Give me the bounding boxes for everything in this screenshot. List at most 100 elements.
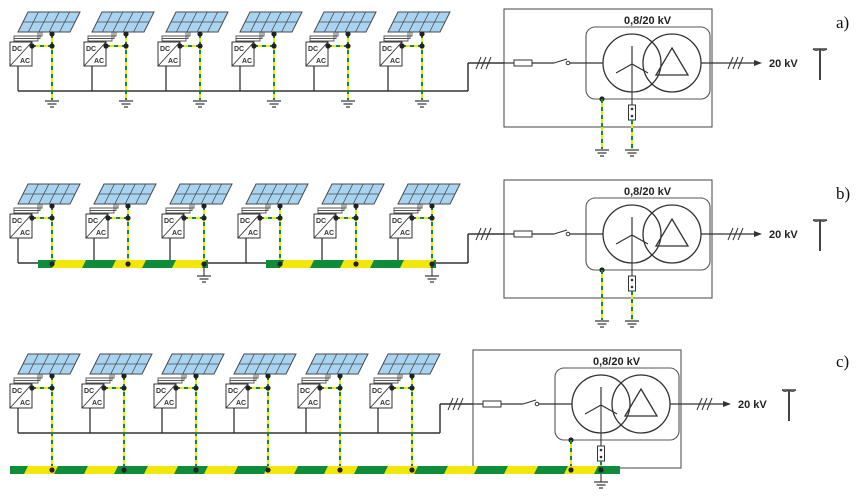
dc-conductor [229,374,257,384]
inverter-earth-node [29,385,35,391]
dc-conductor [85,374,113,384]
dc-cable [165,204,195,214]
arrester-icon [597,445,605,462]
rail-node [337,467,343,473]
inverter-dc-label: DC [382,46,392,53]
rail-node [125,261,131,267]
solar-panel-icon [89,353,153,375]
inverter-dc-label: DC [164,218,174,225]
inverter-dc-label: DC [88,218,98,225]
three-phase-hatch [727,56,734,70]
dc-cable [13,374,43,384]
inverter-dc-label: DC [86,46,96,53]
arrester-dot [630,285,634,289]
dc-conductor [13,374,41,384]
earth-rail-base [10,466,620,474]
inverter-dc-label: DC [234,46,244,53]
ground-icon [595,320,609,328]
inverter-icon: DC AC [297,383,321,409]
power-pole-icon [812,48,828,80]
three-phase-hatch [737,56,744,70]
star-arm [631,234,649,245]
inverter-earth-node [257,215,263,221]
solar-panel-icon [17,11,81,33]
inverter-earth-node [103,43,109,49]
power-pole-icon [812,219,828,251]
solar-panel-icon [387,11,451,33]
inverter-dc-label: DC [12,46,22,53]
dc-conductor [157,374,185,384]
inverter-dc-label: DC [316,218,326,225]
rail-node [49,261,55,267]
dc-cable [87,32,117,42]
ground-icon [267,100,281,108]
inverter-earth-node [389,385,395,391]
earth-rail-stripe [144,466,178,474]
inverter-earth-node [337,385,343,391]
grid-voltage-label: 20 kV [769,58,798,70]
switch-blade [553,229,568,235]
inverter-earth-node [317,385,323,391]
solar-panel-icon [313,11,377,33]
rail-node [409,467,415,473]
inverter-ac-label: AC [380,400,390,407]
variant-label: c) [836,352,849,371]
inverter-dc-label: DC [240,218,250,225]
dc-conductor [309,32,335,42]
solar-panel-icon [17,353,81,375]
dc-cable [301,374,331,384]
earth-rail-stripe [84,466,118,474]
inverter-earth-node [181,215,187,221]
solar-panel-icon [17,183,81,205]
pole-insulators [812,48,828,51]
arrester-dot [630,107,634,111]
switch-blade [553,58,568,64]
three-phase-hatch [732,56,739,70]
dc-conductor [241,204,269,214]
inverter-ac-label: AC [308,400,318,407]
variant-label: b) [836,184,850,203]
inverter-earth-node [121,385,127,391]
solar-panel-icon [161,353,225,375]
inverter-ac-label: AC [242,58,252,65]
dc-conductor [317,204,345,214]
inverter-dc-label: DC [156,388,166,395]
ground-icon [625,320,639,328]
inverter-diagonal [305,41,329,67]
inverter-dc-label: DC [392,218,402,225]
dc-cable [317,204,347,214]
switch-blade [522,399,537,405]
dc-cable [383,32,413,42]
solar-panel-icon [245,183,309,205]
dc-conductor [393,204,421,214]
panel-earth-node [345,31,351,37]
inverter-ac-label: AC [94,58,104,65]
ground-icon [425,275,439,283]
inverter-earth-node [429,215,435,221]
dc-cable [235,32,265,42]
rail-node [598,467,604,473]
dc-conductor [13,204,39,214]
three-phase-hatch [452,397,459,411]
transformer-housing [585,26,711,100]
inverter-earth-node [409,215,415,221]
ground-icon [341,100,355,108]
ground-icon [45,100,59,108]
inverter-dc-label: DC [300,388,310,395]
switch-contact [534,401,540,407]
power-pole-icon [781,389,797,421]
pv-unit-2: DC AC [83,11,155,67]
inverter-dc-label: DC [372,388,382,395]
panel-earth-node [277,203,283,209]
dc-cable [229,374,259,384]
inverter-diagonal [237,213,261,239]
